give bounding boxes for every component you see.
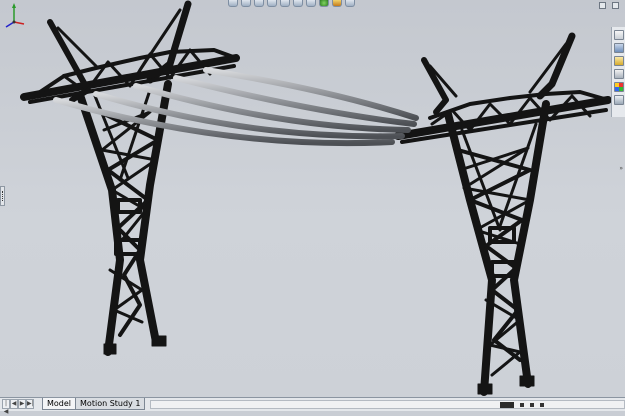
view-palette-icon[interactable] [613,69,624,79]
heads-up-view-toolbar [228,0,398,8]
prev-tab-icon[interactable]: ◀ [10,399,18,409]
restore-icon[interactable] [612,2,619,9]
panel-collapse-handle[interactable] [0,186,5,206]
left-tower [20,0,240,356]
task-pane-expand-icon[interactable]: » [619,165,623,172]
horizontal-scrollbar[interactable] [150,400,625,409]
status-area [500,398,544,411]
design-library-icon[interactable] [613,43,624,53]
apply-scene-icon[interactable] [332,0,342,7]
zoom-to-fit-icon[interactable] [228,0,238,7]
reference-triad [5,3,25,28]
task-pane-tabs [611,27,625,117]
tab-motion-study-1[interactable]: Motion Study 1 [75,398,146,410]
model-tabs: Model Motion Study 1 [42,398,146,410]
tab-scroll-arrows: |◀ ◀ ▶ ▶| [2,399,34,415]
next-tab-icon[interactable]: ▶ [18,399,26,409]
x-axis-icon [13,21,25,25]
tab-model[interactable]: Model [42,398,77,410]
minimize-icon[interactable] [599,2,606,9]
display-style-icon[interactable] [293,0,303,7]
window-controls [599,2,619,9]
graphics-area[interactable]: » [0,0,625,397]
first-tab-icon[interactable]: |◀ [2,399,10,415]
custom-properties-icon[interactable] [613,95,624,105]
right-tower [394,32,612,396]
file-explorer-icon[interactable] [613,56,624,66]
edit-appearance-icon[interactable] [319,0,329,7]
status-indicator [500,401,514,408]
appearances-scenes-icon[interactable] [613,82,624,92]
previous-view-icon[interactable] [254,0,264,7]
view-settings-icon[interactable] [345,0,355,7]
status-dot [530,402,534,407]
power-cables [53,67,419,147]
last-tab-icon[interactable]: ▶| [26,399,34,409]
section-view-icon[interactable] [267,0,277,7]
transmission-towers-model[interactable] [0,0,625,397]
hide-show-items-icon[interactable] [306,0,316,7]
bottom-tab-bar: |◀ ◀ ▶ ▶| Model Motion Study 1 [0,397,625,415]
solidworks-resources-icon[interactable] [613,30,624,40]
zoom-area-icon[interactable] [241,0,251,7]
view-orientation-icon[interactable] [280,0,290,7]
status-dot [540,402,544,407]
z-axis-icon [5,21,15,28]
status-dot [520,402,524,407]
